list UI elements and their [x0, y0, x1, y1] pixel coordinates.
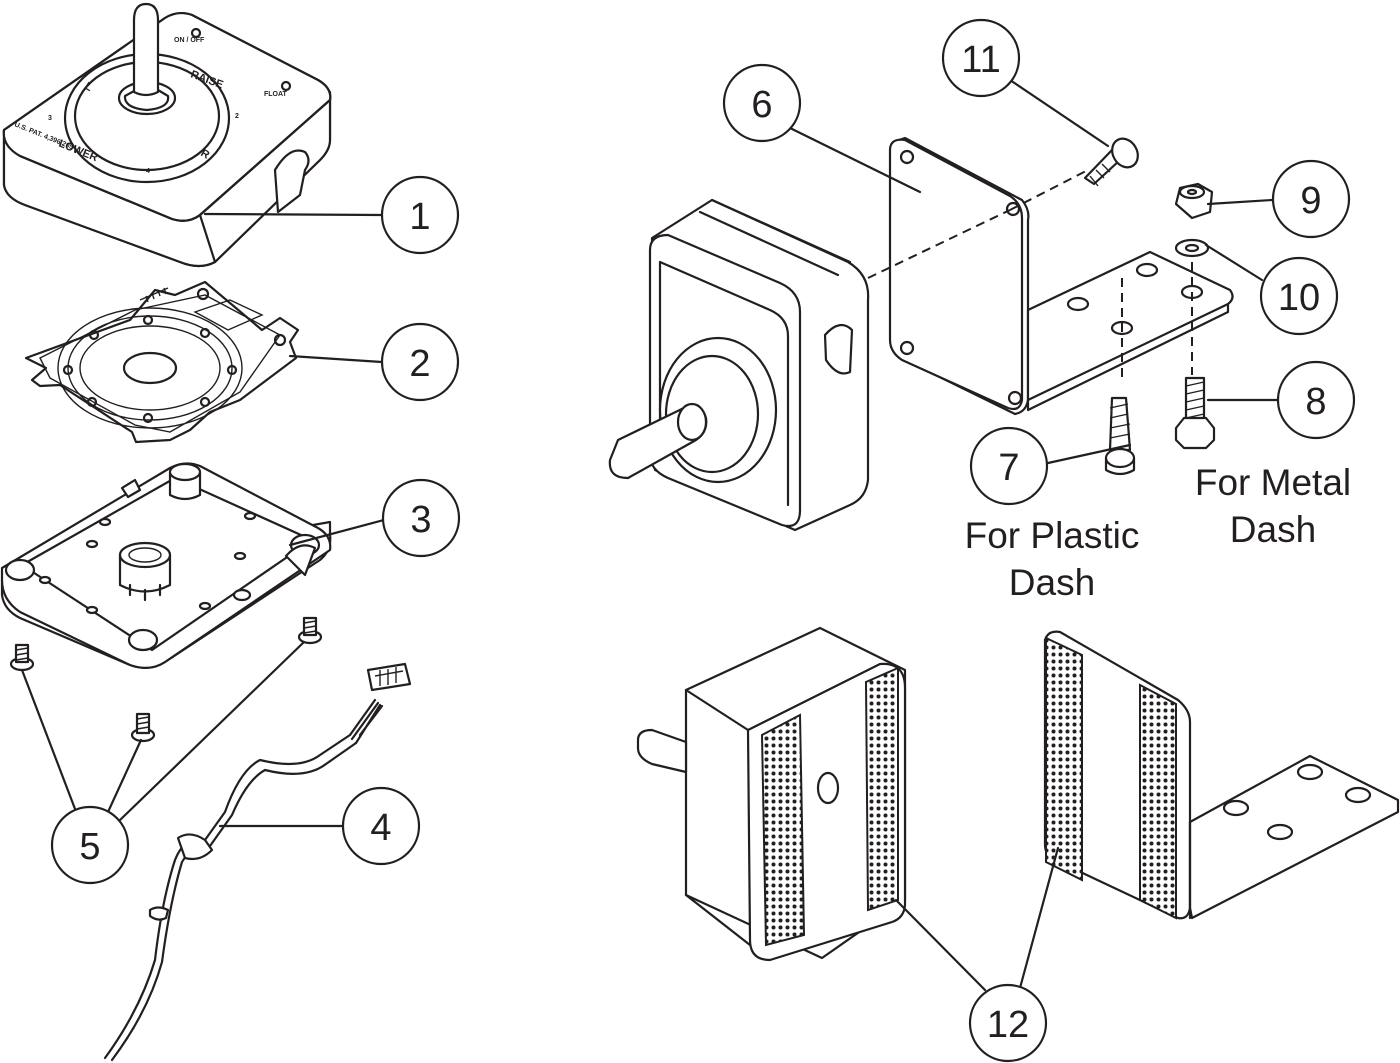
reflector-strip-right-b	[1139, 683, 1177, 920]
note-plastic-line-1: For Plastic	[965, 515, 1140, 556]
note-plastic-dash: For Plastic Dash	[965, 515, 1140, 603]
position-3-label: 3	[48, 115, 52, 122]
note-metal-line-1: For Metal	[1195, 462, 1351, 503]
mounting-bracket	[888, 136, 1234, 416]
float-label: FLOAT	[264, 91, 288, 98]
part-11-screw	[1083, 137, 1139, 187]
part-10-washer	[1174, 238, 1210, 258]
note-plastic-line-2: Dash	[1009, 562, 1095, 603]
screw-c	[297, 616, 323, 645]
callout-11-label: 11	[961, 39, 1000, 81]
screw-b	[130, 712, 156, 743]
callout-9: 9	[1271, 159, 1351, 239]
reflector-strip-left-a	[760, 713, 806, 947]
alignment-lines	[867, 169, 1193, 380]
on-off-label: ON / OFF	[174, 37, 205, 44]
part-3-base-housing	[0, 462, 332, 669]
note-metal-dash: For Metal Dash	[1195, 462, 1351, 550]
part-6-joystick-assembly	[608, 198, 870, 532]
callout-2-label: 2	[409, 343, 430, 385]
callout-4-label: 4	[370, 807, 391, 849]
callout-1-label: 1	[409, 196, 430, 238]
callout-1: 1	[380, 175, 460, 255]
callout-8: 8	[1276, 360, 1356, 440]
reflector-strip-left-b	[864, 666, 899, 912]
callout-8-label: 8	[1305, 381, 1326, 423]
callout-6: 6	[722, 63, 802, 143]
callout-5: 5	[50, 805, 130, 885]
screw-a	[9, 643, 35, 672]
leader-lines	[20, 78, 1280, 992]
callout-4: 4	[341, 786, 421, 866]
callout-7-label: 7	[998, 447, 1019, 489]
part-5-screws	[9, 616, 323, 743]
part-7-screw	[1104, 396, 1136, 476]
callout-2: 2	[380, 322, 460, 402]
callout-10-label: 10	[1278, 277, 1320, 319]
position-4-label: 4	[146, 168, 150, 175]
callout-5-label: 5	[79, 826, 100, 868]
reflector-strip-right-a	[1045, 636, 1083, 882]
position-2-label: 2	[235, 113, 239, 120]
part-12-reflector-box	[636, 626, 907, 962]
callout-3-label: 3	[410, 499, 431, 541]
callout-3: 3	[381, 478, 461, 558]
callout-9-label: 9	[1300, 180, 1321, 222]
callout-12: 12	[968, 983, 1048, 1063]
part-8-bolt	[1174, 376, 1216, 450]
part-1-top-cover: RAISE LOWER L R ON / OFF FLOAT 2 3 4 U.S…	[2, 2, 332, 268]
callout-10: 10	[1259, 256, 1339, 336]
callout-6-label: 6	[751, 84, 772, 126]
callout-12-label: 12	[987, 1004, 1029, 1046]
callout-11: 11	[941, 18, 1021, 98]
part-2-circuit-board	[24, 280, 300, 444]
note-metal-line-2: Dash	[1230, 509, 1316, 550]
part-9-nut	[1174, 182, 1214, 220]
part-12-reflector-bracket	[1043, 630, 1400, 920]
part-4-wire-harness	[103, 662, 412, 1062]
callout-7: 7	[969, 426, 1049, 506]
